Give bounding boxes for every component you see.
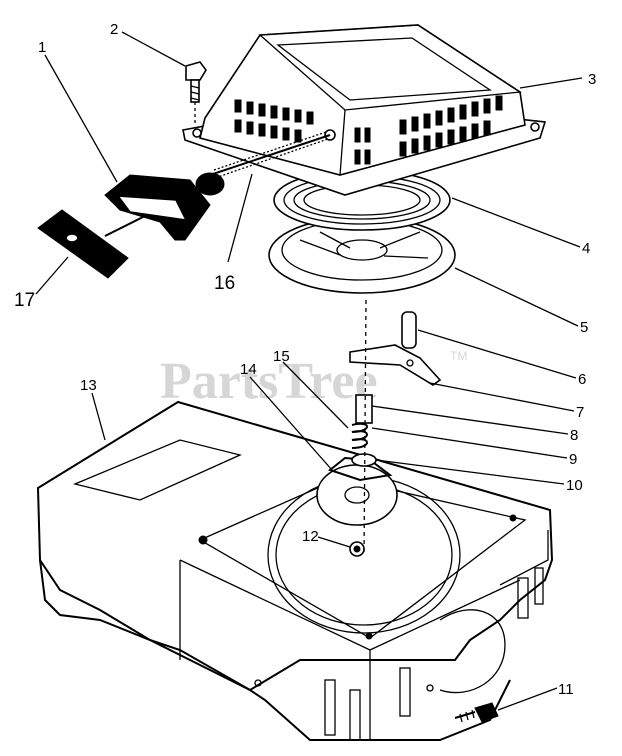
callout-16: 16 — [214, 273, 235, 294]
bolt-11 — [454, 702, 499, 723]
callout-3: 3 — [588, 71, 596, 88]
callout-14: 14 — [240, 361, 257, 378]
callout-6: 6 — [578, 371, 586, 388]
screw-12 — [349, 541, 365, 557]
starter-handle — [104, 172, 225, 241]
callout-17: 17 — [14, 290, 35, 311]
callout-2: 2 — [110, 21, 118, 38]
callout-9: 9 — [569, 451, 577, 468]
callout-10: 10 — [566, 477, 583, 494]
callout-1: 1 — [38, 39, 46, 56]
bolt-2 — [185, 61, 207, 125]
callout-13: 13 — [80, 377, 97, 394]
watermark-text: PartsTree — [160, 353, 378, 410]
callout-15: 15 — [273, 348, 290, 365]
starter-cup — [316, 456, 398, 526]
callout-5: 5 — [580, 319, 588, 336]
vents-center — [354, 127, 371, 165]
t-handle — [37, 209, 129, 279]
brake-plate — [349, 344, 442, 386]
pulley — [268, 216, 456, 294]
watermark-trademark: TM — [450, 349, 467, 363]
callout-7: 7 — [576, 404, 584, 421]
centerline — [363, 299, 367, 556]
vents-left — [234, 99, 314, 143]
callout-11: 11 — [558, 681, 574, 698]
vents-right — [399, 95, 503, 157]
leader-lines — [35, 31, 583, 711]
pin-6 — [401, 311, 417, 349]
callout-8: 8 — [570, 427, 578, 444]
engine-shroud — [36, 400, 554, 741]
starter-housing — [182, 24, 547, 196]
callout-12: 12 — [302, 528, 319, 545]
callout-4: 4 — [582, 240, 590, 257]
